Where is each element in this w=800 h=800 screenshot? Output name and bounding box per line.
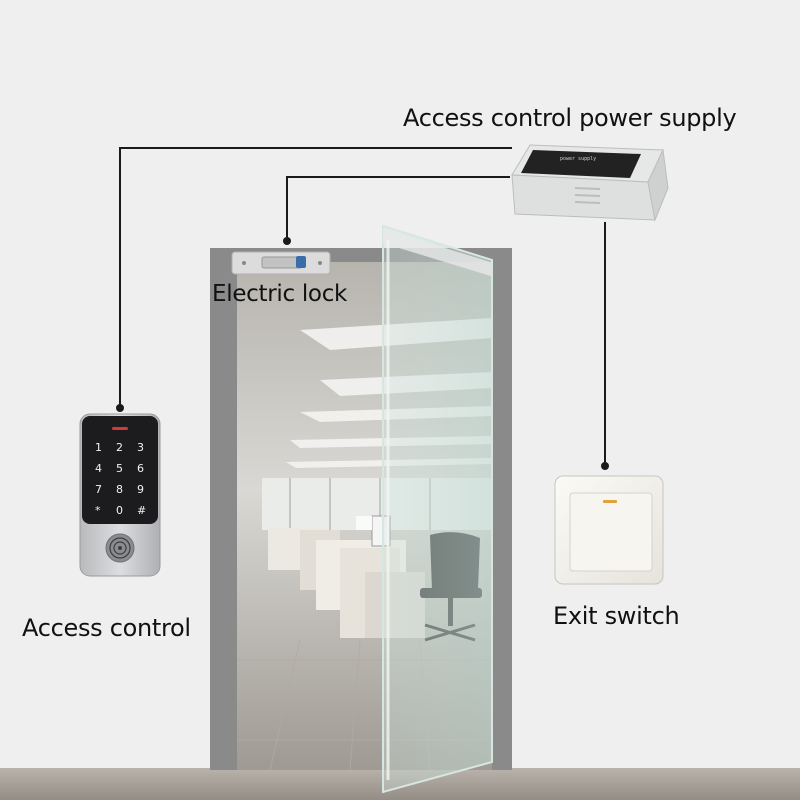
vent-slots bbox=[574, 187, 601, 204]
wire-electric-lock bbox=[286, 176, 510, 241]
key-4: 4 bbox=[95, 462, 102, 475]
exit-switch-label: Exit switch bbox=[553, 602, 680, 630]
access-control-keypad bbox=[79, 413, 161, 577]
exit-switch-indicator bbox=[603, 500, 617, 503]
power-supply-label bbox=[521, 150, 641, 178]
electric-lock bbox=[231, 251, 331, 275]
key-0: 0 bbox=[116, 504, 123, 517]
exit-switch-rocker bbox=[569, 492, 653, 572]
key-6: 6 bbox=[137, 462, 144, 475]
led-indicator-icon bbox=[112, 427, 128, 430]
key-star: * bbox=[95, 504, 101, 517]
wire-endpoint bbox=[283, 237, 291, 245]
key-7: 7 bbox=[95, 483, 102, 496]
wire-access-control bbox=[119, 147, 512, 408]
key-8: 8 bbox=[116, 483, 123, 496]
key-1: 1 bbox=[95, 441, 102, 454]
glass-door bbox=[382, 224, 493, 794]
power-supply-label-text: Access control power supply bbox=[403, 104, 737, 132]
key-hash: # bbox=[137, 504, 146, 517]
power-supply-box: power supply bbox=[511, 144, 669, 222]
key-3: 3 bbox=[137, 441, 144, 454]
electric-lock-label: Electric lock bbox=[212, 281, 348, 307]
key-5: 5 bbox=[116, 462, 123, 475]
wire-endpoint bbox=[601, 462, 609, 470]
key-2: 2 bbox=[116, 441, 123, 454]
wire-endpoint bbox=[116, 404, 124, 412]
access-control-label: Access control bbox=[22, 614, 191, 642]
exit-switch bbox=[554, 475, 664, 585]
wires bbox=[119, 147, 606, 466]
keypad-panel bbox=[82, 416, 158, 524]
svg-text:power supply: power supply bbox=[560, 156, 596, 162]
keypad-keys: 1 2 3 4 5 6 7 8 9 * 0 # bbox=[95, 441, 146, 517]
key-9: 9 bbox=[137, 483, 144, 496]
